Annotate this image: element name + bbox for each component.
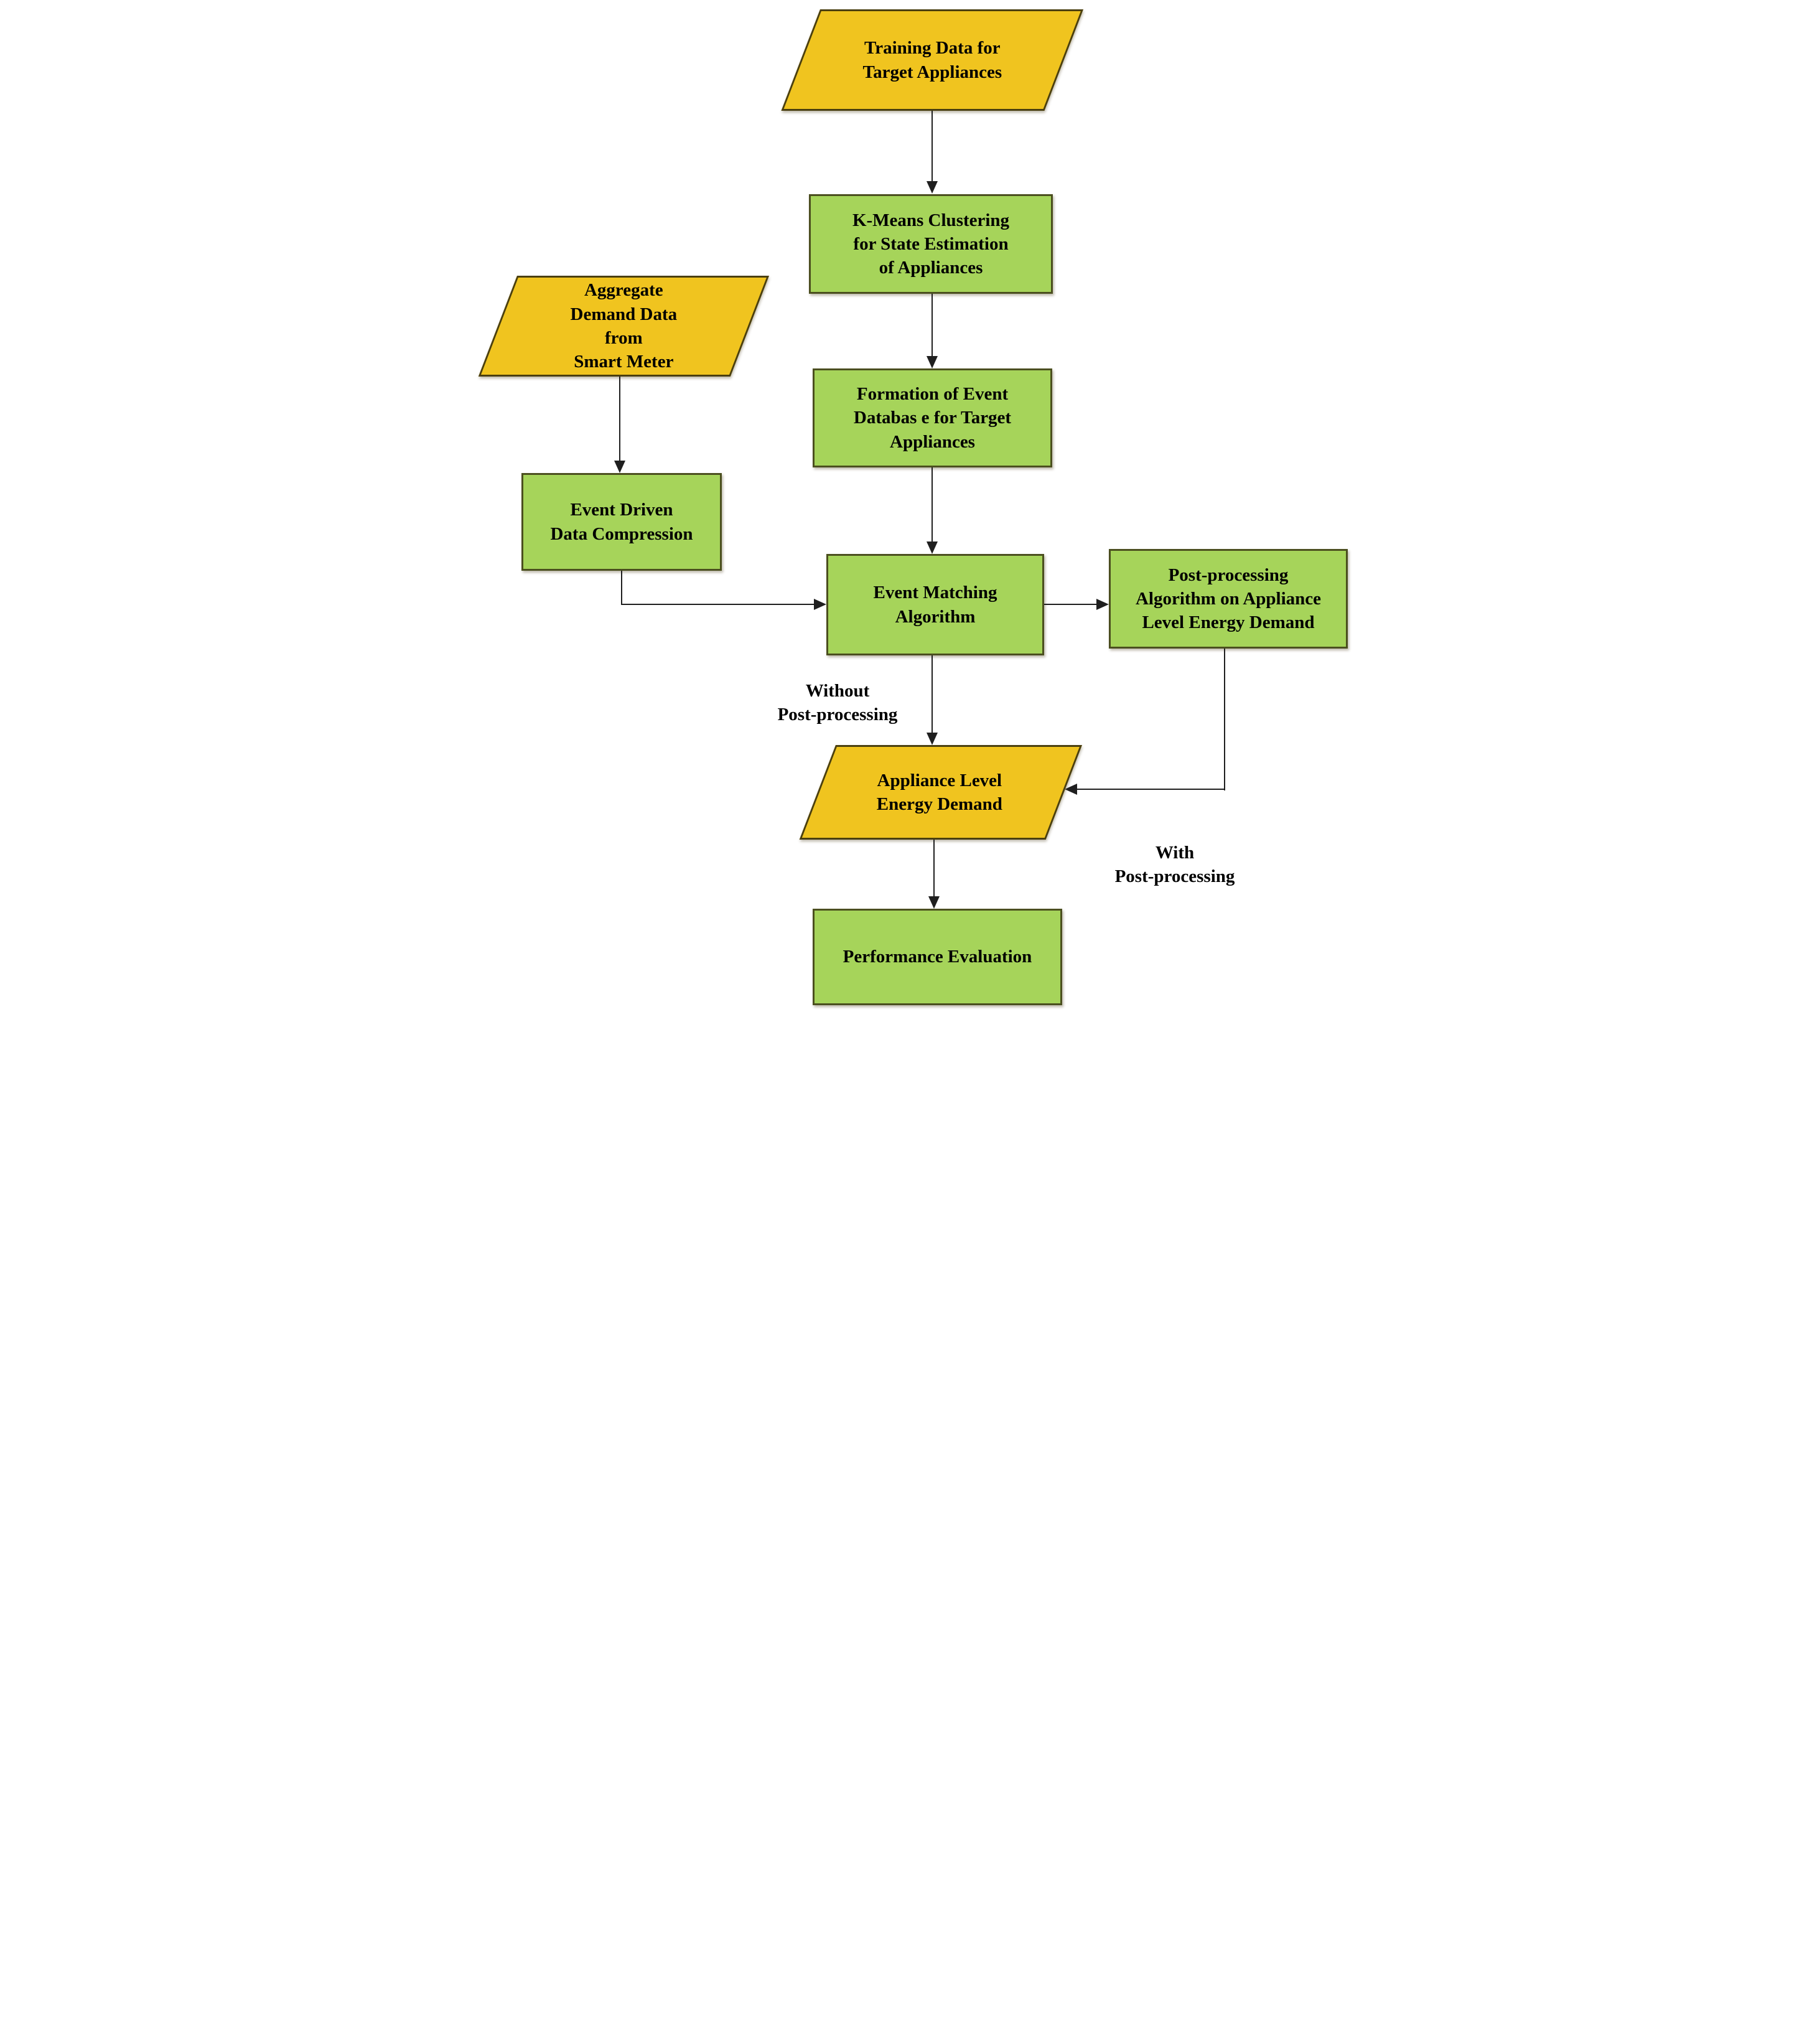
node-text-wrap: Appliance Level Energy Demand: [837, 747, 1080, 838]
node-line: Data Compression: [550, 523, 693, 544]
node-line: Performance Evaluation: [843, 947, 1032, 967]
node-aggregate-demand: Aggregate Demand Data from Smart Meter: [478, 276, 769, 377]
arrow-postprocessing-to-demand-hline: [1077, 789, 1225, 790]
arrow-matching-to-postprocessing-head: [1096, 599, 1109, 610]
edge-label-line: Without: [805, 681, 870, 701]
arrow-eventdb-to-matching-head: [927, 541, 938, 554]
node-line: Appliances: [890, 431, 975, 452]
arrow-compression-to-matching-head: [814, 599, 826, 610]
node-text: Training Data for Target Appliances: [862, 36, 1002, 84]
node-event-database: Formation of Event Databas e for Target …: [813, 368, 1052, 467]
node-line: for State Estimation: [853, 233, 1009, 254]
node-line: Databas e for Target: [853, 408, 1012, 428]
arrow-eventdb-to-matching-line: [932, 467, 933, 541]
node-line: Energy Demand: [876, 794, 1002, 814]
node-line: of Appliances: [879, 258, 983, 278]
node-text: Appliance Level Energy Demand: [877, 769, 1002, 817]
node-appliance-energy-demand: Appliance Level Energy Demand: [799, 745, 1082, 840]
node-line: Appliance Level: [877, 770, 1002, 790]
node-line: from: [605, 328, 643, 348]
arrow-matching-to-demand-line: [932, 655, 933, 733]
arrow-aggregate-to-compression-line: [619, 377, 620, 461]
node-line: Algorithm on Appliance: [1135, 588, 1322, 609]
node-training-data: Training Data for Target Appliances: [781, 9, 1083, 111]
node-text: Event Matching Algorithm: [874, 581, 997, 629]
node-text: Performance Evaluation: [843, 945, 1032, 968]
node-line: Smart Meter: [574, 352, 674, 372]
arrow-postprocessing-to-demand-vline: [1224, 649, 1225, 790]
node-line: Post-processing: [1168, 565, 1289, 585]
flowchart-canvas: Training Data for Target Appliances K-Me…: [452, 0, 1355, 1022]
node-performance-evaluation: Performance Evaluation: [813, 909, 1062, 1005]
node-event-driven-compression: Event Driven Data Compression: [521, 473, 722, 571]
node-line: Demand Data: [570, 304, 678, 324]
arrow-matching-to-postprocessing-line: [1044, 604, 1096, 605]
node-text: Formation of Event Databas e for Target …: [854, 382, 1011, 454]
node-text: Aggregate Demand Data from Smart Meter: [571, 278, 678, 373]
arrow-training-to-kmeans-line: [932, 111, 933, 181]
edge-label-line: Post-processing: [777, 704, 898, 724]
arrow-demand-to-performance-line: [933, 840, 935, 896]
node-kmeans-clustering: K-Means Clustering for State Estimation …: [809, 194, 1053, 294]
node-line: Aggregate: [584, 280, 663, 301]
edge-label-line: With: [1155, 843, 1195, 863]
arrow-matching-to-demand-head: [927, 733, 938, 745]
node-text-wrap: Aggregate Demand Data from Smart Meter: [518, 278, 767, 375]
edge-label-without-post-processing: Without Post-processing: [732, 680, 943, 726]
node-text-wrap: Training Data for Target Appliances: [821, 11, 1081, 109]
edge-label-line: Post-processing: [1114, 866, 1235, 886]
arrow-kmeans-to-eventdb-head: [927, 356, 938, 368]
arrow-aggregate-to-compression-head: [614, 461, 625, 473]
arrow-compression-to-matching-hline: [621, 604, 814, 605]
node-text: Post-processing Algorithm on Appliance L…: [1136, 563, 1321, 635]
edge-label-with-post-processing: With Post-processing: [1069, 842, 1281, 888]
node-line: Event Matching: [873, 583, 997, 603]
node-line: Target Appliances: [862, 62, 1002, 82]
node-line: Training Data for: [864, 38, 1001, 59]
arrow-training-to-kmeans-head: [927, 181, 938, 194]
node-line: Event Driven: [570, 500, 673, 520]
node-text: K-Means Clustering for State Estimation …: [852, 209, 1009, 280]
node-line: Algorithm: [895, 606, 976, 627]
node-text: Event Driven Data Compression: [550, 498, 693, 546]
arrow-kmeans-to-eventdb-line: [932, 294, 933, 356]
node-line: Level Energy Demand: [1142, 612, 1315, 633]
node-event-matching: Event Matching Algorithm: [826, 554, 1044, 655]
node-post-processing: Post-processing Algorithm on Appliance L…: [1109, 549, 1348, 649]
node-line: K-Means Clustering: [852, 210, 1010, 230]
arrow-compression-to-matching-vline: [621, 571, 622, 605]
arrow-demand-to-performance-head: [928, 896, 940, 909]
arrow-postprocessing-to-demand-head: [1065, 784, 1077, 795]
node-line: Formation of Event: [856, 384, 1009, 405]
